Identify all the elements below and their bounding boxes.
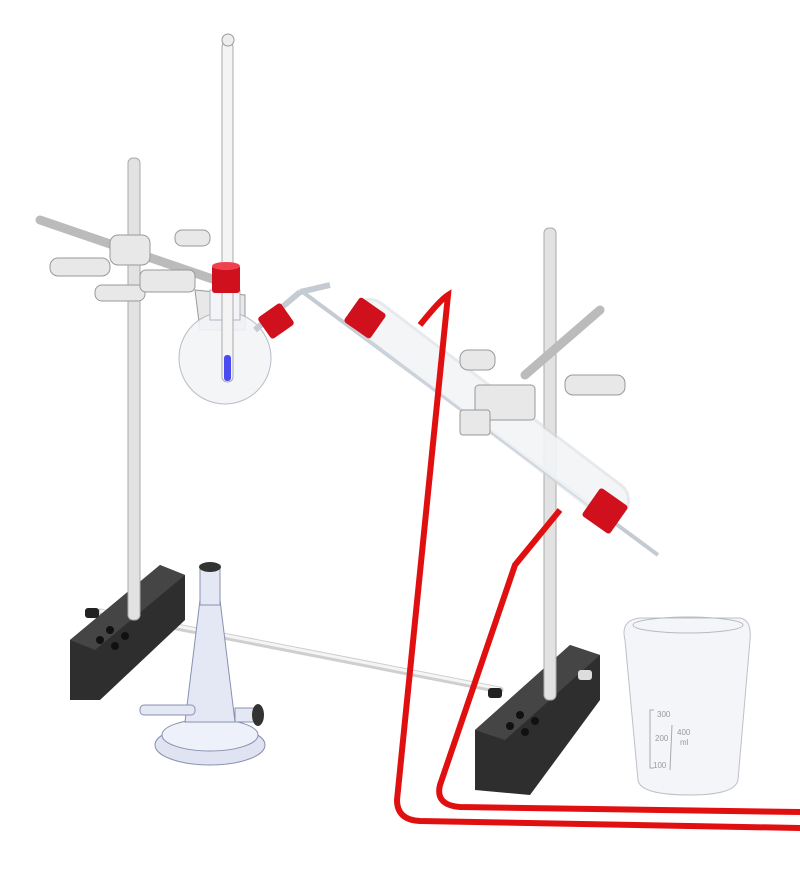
- stopper-side-arm: [258, 303, 294, 339]
- thermometer: [221, 33, 235, 383]
- right-stand-base: [475, 645, 600, 795]
- liquid-bulb: [224, 355, 231, 381]
- beaker-volume-label: 400: [677, 728, 691, 737]
- bunsen-burner: [139, 562, 266, 766]
- stopper-condenser-top: [344, 297, 386, 339]
- hose-outlet: [393, 289, 800, 831]
- beaker-unit-label: ml: [680, 738, 689, 747]
- hose-inlet: [436, 508, 800, 815]
- stopper-flask: [212, 262, 240, 293]
- right-clamp: [459, 305, 626, 436]
- beaker: 400 ml 300 200 100: [623, 616, 751, 796]
- beaker-mark-100: 100: [653, 761, 667, 770]
- beaker-mark-300: 300: [657, 710, 671, 719]
- left-stand-rod: [127, 157, 141, 621]
- beaker-mark-200: 200: [655, 734, 669, 743]
- stopper-condenser-bottom: [582, 488, 628, 534]
